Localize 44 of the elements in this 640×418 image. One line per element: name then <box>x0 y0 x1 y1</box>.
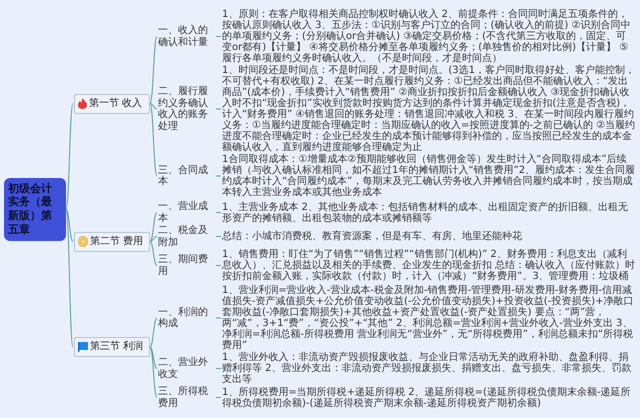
section-title: 第二节 费用 <box>90 236 144 248</box>
connector-line <box>66 103 74 210</box>
section-title: 第一节 收入 <box>89 98 142 110</box>
note-text: 1、营业利润=营业收入-营业成本-税金及附加-销售费用-管理费用-研发费用-财务费用-信用减值损失-资产减值损失+公允价值变动收益(-公允价值变动损失)+投资收益(-投资损失)+净敞口套期收益(-净敞口套期损失)+其他收益+资产处置收益(-资产处置损失) 要点：“两”营，两“减”，3+1“费”，“资公投”+“其他” 2、利润总额=营业利润+营业外收入-营业外支出 3、净利润=利润总额-所得税费用 营业利润无“营业外”，无“所得税费用”，利润总额未扣“所得税费用” <box>222 285 636 351</box>
connector-line <box>150 212 158 242</box>
subtopic-label: 三、所得税费用 <box>158 386 216 409</box>
note-text: 1、销售费用：盯住“为了销售”“销售过程”“销售部门(机构)” 2、财务费用：利息支出（减利息收入）、汇兑损益以及相关的手续费、企业发生的现金折扣 总结：确认收入（应付账款）时按折扣前金额入账，实际收款（付款）时，计入（冲减）“财务费用”。3、管理费用：垃圾桶 <box>222 249 636 282</box>
section-box <box>74 232 150 252</box>
central-topic-box: 初级会计实务（最新版）第五章 <box>4 178 66 240</box>
connector-line <box>216 397 222 398</box>
section-title: 第三节 利润 <box>90 341 144 353</box>
note-text: 1、时间段还是时间点：不是时间段，才是时间点。(3选1，客户同时取得好处、客户能控制，不可替代+有权收取) 2、在某一时点履行履约义务：①已经发出商品但不能确认收入：“发出商品”(成本价)，手续费计入“销售费用” ②商业折扣按折扣后金额确认收入 ③现金折扣确认收入时不扣“现金折扣”实收到货款时按购货方达到的条件计算并确定现金折扣(注意是否含税)，计入“财务费用” ④销售退回的账务处理：销售退回冲减收入和税 3、在某一时间段内履行履约义务：①当履约进度能合理确定时：当期应确认的收入=按照进度算的-之前已确认的 ②当履约进度不能合理确定时：企业已经发生的成本预计能够得到补偿的，应当按照已经发生的成本金额确认收入，直到履约进度能够合理确定为止 <box>222 65 636 153</box>
section-box <box>74 337 150 357</box>
connector-line <box>216 212 222 213</box>
subtopic-label: 二、税金及附加 <box>158 225 216 248</box>
subtopic-label: 二、营业外收支 <box>158 357 216 380</box>
connector-line <box>216 108 222 110</box>
connector-line <box>150 236 158 242</box>
connector-line <box>150 346 158 369</box>
note-text: 1、营业外收入：非流动资产毁损报废收益、与企业日常活动无关的政府补助、盘盈利得、捐赠利得等 2、营业外支出：非流动资产毁损报废损失、捐赠支出、盘亏损失、非常损失、罚款支出等 <box>222 352 636 385</box>
connector-line <box>150 103 158 110</box>
connector-line <box>150 241 158 266</box>
connector-line <box>216 236 222 237</box>
note-text: 1、主营业务成本 2、其他业务成本：包括销售材料的成本、出租固定资产的折旧额、出租无形资产的摊销额、出租包装物的成本或摊销额等 <box>222 202 636 224</box>
subtopic-label: 三、期间费用 <box>158 254 216 277</box>
note-text: 1、所得税费用=当期所得税+递延所得税 2、递延所得税=(递延所得税负债期末余额-递延所得税负债期初余额)-(递延所得税资产期末余额-递延所得税资产期初余额) <box>222 386 636 408</box>
subtopic-label: 一、利润的构成 <box>158 306 216 330</box>
connector-line <box>66 208 74 242</box>
connector-line <box>150 103 158 176</box>
connector-line <box>216 368 222 369</box>
connector-line <box>150 36 158 104</box>
note-text: 总结：小城市消费税、教育资源案，但是有车、有房、地里还能种花 <box>222 231 636 242</box>
subtopic-label: 一、营业成本 <box>158 201 216 224</box>
subtopic-label: 一、收入的确认和计量 <box>158 25 216 48</box>
subtopic-label: 二、履行履约义务确认收入的账务处理 <box>158 86 216 132</box>
subtopic-label: 三、合同成本 <box>158 164 216 188</box>
connector-line <box>150 318 158 348</box>
connector-line <box>216 36 222 37</box>
connector-line <box>216 265 222 266</box>
note-text: 1合同取得成本：①增量成本②预期能够收回（销售佣金等）发生时计入“合同取得成本”后续摊销（与收入确认标准相同，如不超过1年的摊销期计入“销售费用”2、履约成本：发生合同履约成本时计入“合同履约成本”，每期末及完工确认劳务收入并摊销合同履约成本时，按当期成本转入主营业务成本或其他业务成本 <box>222 154 636 198</box>
connector-line <box>150 346 158 398</box>
connector-line <box>66 208 74 348</box>
note-text: 1、原则：在客户取得相关商品控制权时确认收入 2、前提条件：合同同时满足五项条件的，按确认原则确认收入 3、五步法：①识别与客户订立的合同；(确认收入的前提) ②识别合同中的单项履约义务；(分别确认or合并确认) ③确定交易价格；(不含代第三方收取的，固定、可变or都有)【计量】 ④将交易价格分摊至各单项履约义务；(单独售价的相对比例)【计量】 ⑤履行各单项履约义务时确认收入。（不是时间段，才是时间点） <box>222 9 636 64</box>
section-box <box>74 94 150 114</box>
